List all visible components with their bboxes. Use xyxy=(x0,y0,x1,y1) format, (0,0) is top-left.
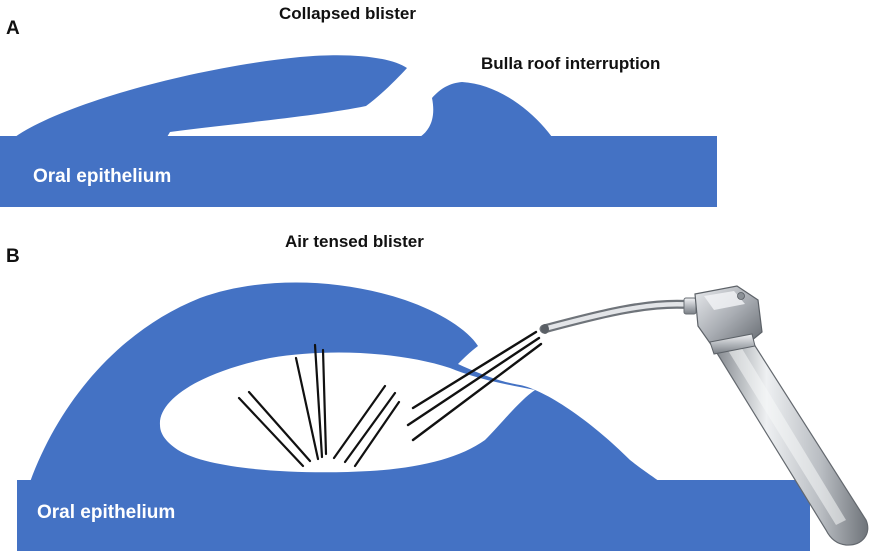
panel-a-title: Collapsed blister xyxy=(279,4,416,23)
panel-b-title: Air tensed blister xyxy=(285,232,424,251)
panel-b-letter: B xyxy=(6,246,20,267)
collapsed-blister-roof-left xyxy=(15,55,407,138)
air-stream-lines xyxy=(406,330,543,442)
bulla-roof-interruption-callout: Bulla roof interruption xyxy=(481,54,660,73)
dental-air-syringe-icon xyxy=(539,285,869,546)
panel-b-oral-epithelium-layer xyxy=(17,480,810,551)
panel-b-oral-epithelium-label: Oral epithelium xyxy=(37,502,175,523)
collapsed-blister-roof-right xyxy=(420,82,552,137)
panel-a-oral-epithelium-label: Oral epithelium xyxy=(33,166,171,187)
air-tensed-blister xyxy=(30,282,660,482)
panel-b: B Air tensed blister Oral epithelium xyxy=(6,232,869,551)
panel-a: A Collapsed blister Bulla roof interrupt… xyxy=(0,4,717,207)
panel-a-oral-epithelium-layer xyxy=(0,136,717,207)
air-jet-lines xyxy=(237,343,401,468)
panel-a-letter: A xyxy=(6,18,20,39)
